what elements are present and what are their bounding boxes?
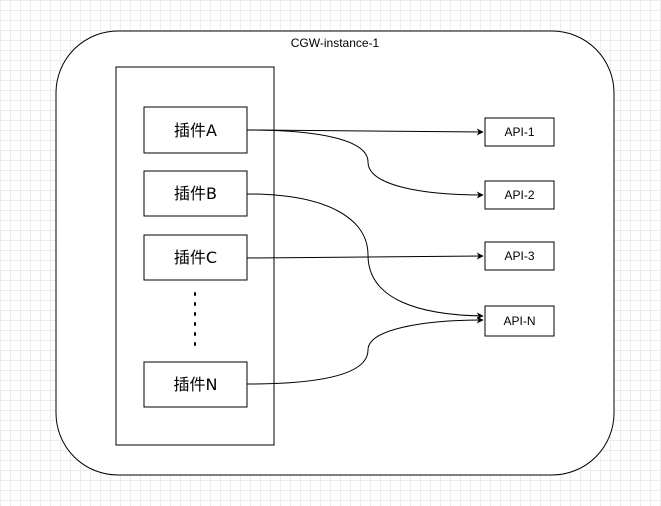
plugin-box-c[interactable]: 插件C bbox=[143, 234, 248, 281]
api-box-1-rect bbox=[484, 117, 555, 147]
edge-plugin-n-to-api-n[interactable] bbox=[246, 316, 484, 385]
api-box-n-rect bbox=[484, 305, 555, 337]
instance-title: CGW-instance-1 bbox=[291, 36, 380, 50]
plugin-box-n[interactable]: 插件N bbox=[143, 361, 248, 408]
api-box-3[interactable]: API-3 bbox=[484, 241, 555, 271]
api-label-2: API-2 bbox=[504, 188, 534, 202]
edge-plugin-b-to-api-n[interactable] bbox=[246, 193, 484, 320]
plugin-box-b-rect bbox=[143, 170, 248, 217]
plugin-box-b[interactable]: 插件B bbox=[143, 170, 248, 217]
plugin-box-a[interactable]: 插件A bbox=[143, 106, 248, 154]
api-box-2[interactable]: API-2 bbox=[484, 180, 555, 210]
api-box-3-rect bbox=[484, 241, 555, 271]
edge-plugin-a-to-api-2[interactable] bbox=[246, 129, 484, 199]
plugin-box-c-rect bbox=[143, 234, 248, 281]
edge-plugin-c-to-api-3[interactable] bbox=[246, 252, 484, 260]
api-box-n[interactable]: API-N bbox=[484, 305, 555, 337]
plugin-label-a: 插件A bbox=[174, 121, 217, 140]
plugin-label-n: 插件N bbox=[174, 375, 218, 394]
api-label-3: API-3 bbox=[504, 249, 534, 263]
api-label-1: API-1 bbox=[504, 125, 534, 139]
api-box-1[interactable]: API-1 bbox=[484, 117, 555, 147]
plugin-label-c: 插件C bbox=[174, 248, 217, 267]
plugin-label-b: 插件B bbox=[174, 184, 217, 203]
edge-plugin-a-to-api-1[interactable] bbox=[246, 128, 484, 136]
api-box-2-rect bbox=[484, 180, 555, 210]
plugin-box-n-rect bbox=[143, 361, 248, 408]
api-label-n: API-N bbox=[503, 314, 535, 328]
